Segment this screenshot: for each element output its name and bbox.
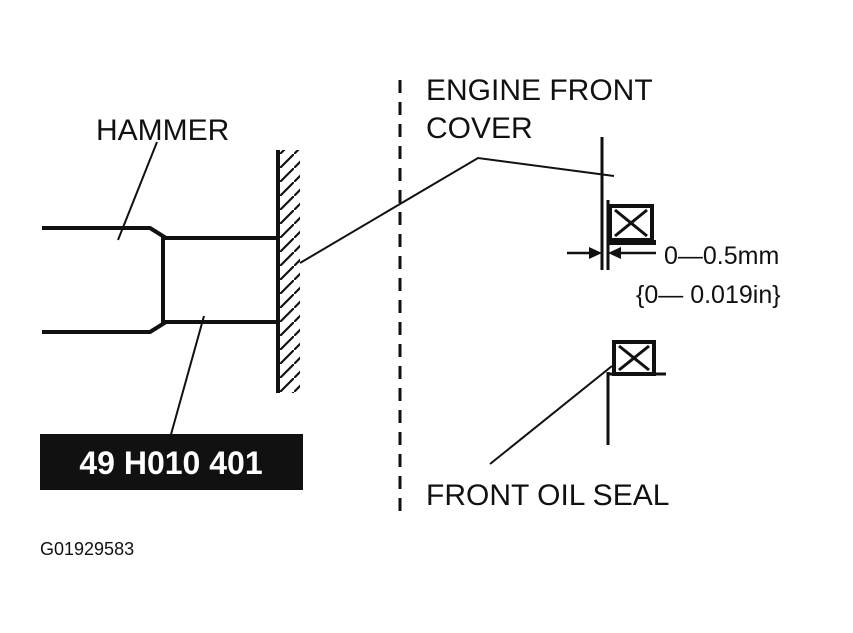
engine-front-cover-label-line1: ENGINE FRONT	[426, 74, 653, 107]
figure-id-label: G01929583	[40, 539, 134, 559]
engine-cover-upper	[600, 137, 610, 270]
oil-seal-lower	[612, 340, 656, 376]
tool-number-label: 49 H010 401	[79, 445, 262, 481]
front-oil-seal-label: FRONT OIL SEAL	[426, 479, 669, 512]
tool-leader	[169, 315, 205, 439]
engine-cover-leader	[299, 156, 615, 264]
oil-seal-upper	[608, 204, 656, 245]
hammer-label: HAMMER	[96, 114, 229, 147]
clearance-mm-label: 0—0.5mm	[664, 242, 779, 270]
hammer-shape	[42, 226, 168, 334]
engine-front-cover-label-line2: COVER	[426, 112, 533, 145]
wall-surface	[276, 150, 300, 393]
clearance-dimension	[567, 247, 656, 259]
engine-cover-lower	[606, 372, 666, 445]
installer-tool-shape	[161, 236, 280, 324]
clearance-in-label: {0— 0.019in}	[636, 281, 781, 309]
oil-seal-leader	[489, 365, 613, 465]
hammer-leader	[117, 141, 158, 241]
tool-number-badge	[40, 434, 303, 490]
